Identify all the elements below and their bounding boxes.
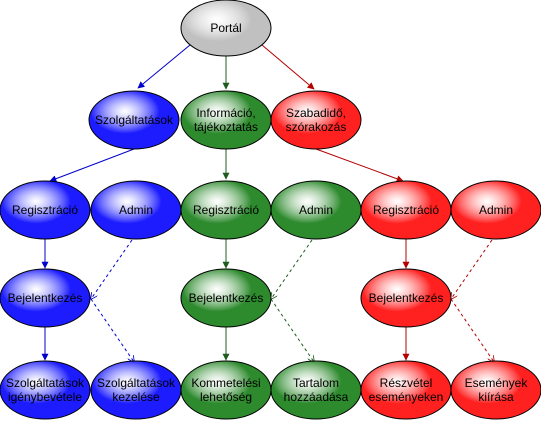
node-info: Információ,tájékoztatás	[180, 90, 272, 150]
node-label: Tartalom	[293, 376, 339, 390]
edge-szolg-to-b_reg	[49, 148, 135, 183]
node-label: Admin	[479, 203, 513, 217]
node-g-admin: Admin	[270, 180, 362, 240]
node-shape	[270, 90, 362, 150]
node-label: Kommetelési	[191, 376, 260, 390]
node-shape	[180, 0, 272, 57]
edge-szabad-to-r_reg	[315, 148, 404, 183]
node-label: szórakozás	[286, 120, 347, 134]
node-b-admin: Admin	[90, 180, 182, 240]
node-label: eseményeken	[369, 390, 444, 404]
edge-b_admin-to-b_login	[91, 239, 133, 299]
node-shape	[88, 90, 180, 150]
node-label: Szolgáltatások	[95, 113, 174, 127]
edge-r_admin-to-r_login	[451, 239, 493, 299]
node-label: igénybevétele	[8, 390, 82, 404]
node-shape	[0, 268, 91, 328]
edge-root-to-szolg	[137, 44, 191, 89]
node-label: Szabadidő,	[286, 106, 346, 120]
node-label: kezelése	[112, 390, 160, 404]
node-label: Bejelentkezés	[8, 291, 83, 305]
node-label: Részvétel	[380, 376, 433, 390]
edge-g_login-to-g_content	[270, 298, 314, 362]
node-b-reg: Regisztráció	[0, 180, 91, 240]
node-shape	[0, 180, 91, 240]
node-label: Szolgáltatások	[97, 376, 176, 390]
node-label: Bejelentkezés	[189, 291, 264, 305]
node-label: Események	[465, 376, 529, 390]
node-label: Regisztráció	[373, 203, 439, 217]
node-label: Admin	[119, 203, 153, 217]
node-label: kiírása	[478, 390, 514, 404]
node-g-reg: Regisztráció	[180, 180, 272, 240]
node-szolg: Szolgáltatások	[88, 90, 180, 150]
node-label: Admin	[299, 203, 333, 217]
node-label: Portál	[210, 21, 241, 35]
node-shape	[360, 268, 452, 328]
node-root: Portál	[180, 0, 272, 57]
node-r-reg: Regisztráció	[360, 180, 452, 240]
node-shape	[450, 360, 541, 420]
node-b-login: Bejelentkezés	[0, 268, 91, 328]
node-shape	[0, 360, 91, 420]
node-shape	[450, 180, 541, 240]
node-r-admin: Admin	[450, 180, 541, 240]
edge-r_login-to-r_post	[450, 298, 494, 362]
edges-layer	[41, 44, 494, 362]
node-label: Regisztráció	[193, 203, 259, 217]
edge-root-to-szabad	[261, 44, 315, 90]
node-label: lehetőség	[200, 390, 252, 404]
node-label: Regisztráció	[12, 203, 78, 217]
node-label: tájékoztatás	[194, 120, 258, 134]
node-r-login: Bejelentkezés	[360, 268, 452, 328]
node-label: hozzáadása	[284, 390, 349, 404]
node-label: Bejelentkezés	[369, 291, 444, 305]
node-label: Információ,	[196, 106, 255, 120]
node-shape	[180, 268, 272, 328]
node-label: Szolgáltatások	[6, 376, 85, 390]
node-g-login: Bejelentkezés	[180, 268, 272, 328]
node-szabad: Szabadidő,szórakozás	[270, 90, 362, 150]
edge-g_admin-to-g_login	[271, 239, 313, 299]
edge-b_login-to-b_manage	[90, 298, 134, 362]
